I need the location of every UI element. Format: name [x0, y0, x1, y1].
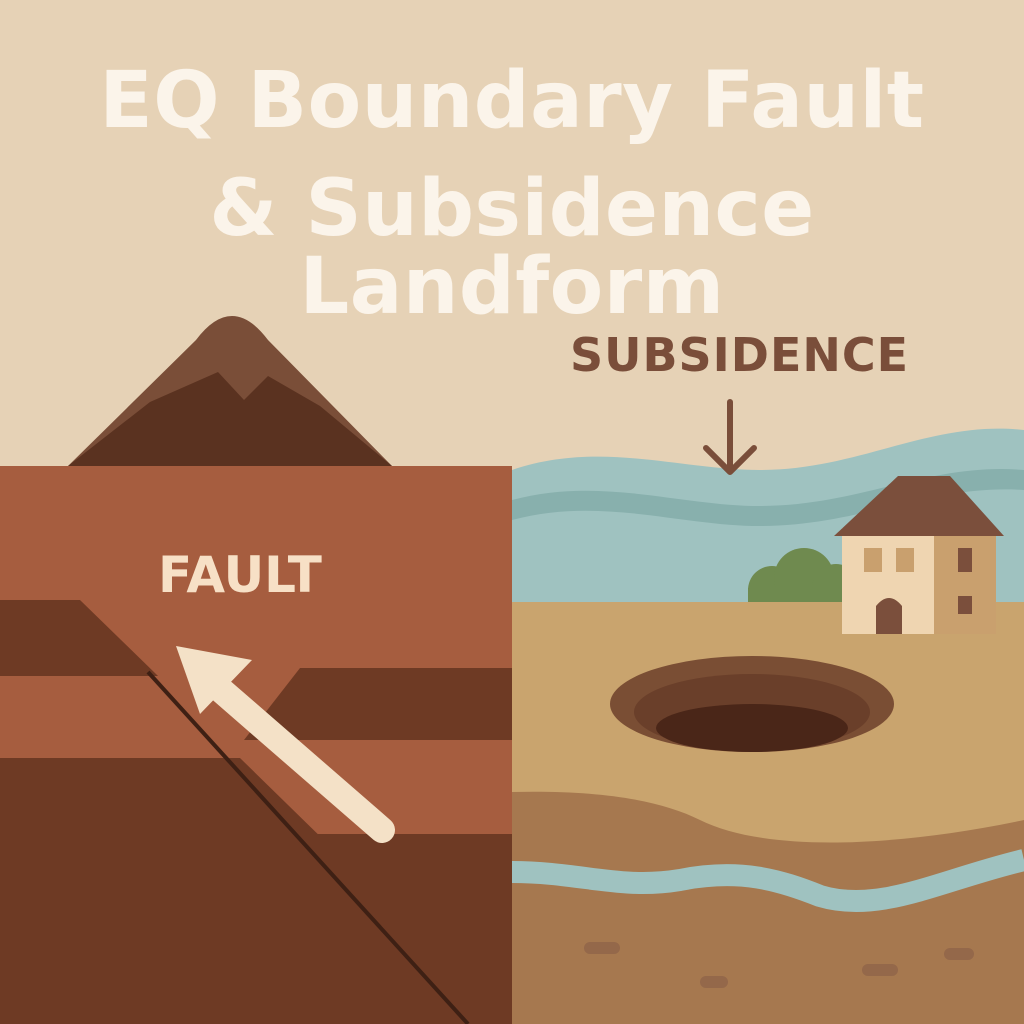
house	[834, 476, 1004, 634]
underground-water	[511, 849, 1024, 913]
subsidence-label: SUBSIDENCE	[570, 328, 910, 382]
subsidence-arrow-icon	[703, 399, 757, 475]
water-wave	[512, 469, 1024, 526]
sinkhole	[610, 656, 894, 752]
footwall-layer-bottom	[0, 758, 512, 1024]
fault-block	[0, 316, 512, 1024]
house-window	[958, 548, 972, 572]
house-window	[896, 548, 914, 572]
pebble	[584, 942, 620, 954]
house-window	[958, 596, 972, 614]
hanging-wall-layer-bottom	[300, 834, 512, 1024]
fault-label: FAULT	[158, 546, 322, 604]
house-side-wall	[934, 528, 996, 634]
fault-line	[146, 670, 470, 1024]
mountain-shadow	[68, 372, 392, 466]
pebble	[944, 948, 974, 960]
fault-movement-arrow	[176, 646, 395, 843]
hanging-wall-layer-top	[244, 668, 512, 740]
subsidence-scene	[511, 399, 1024, 1024]
title-line-2: & Subsidence Landform	[209, 164, 815, 332]
pebble	[862, 964, 898, 976]
house-door	[876, 598, 902, 634]
pebble	[700, 976, 728, 988]
footwall-layer-top	[0, 600, 158, 676]
house-roof	[834, 476, 1004, 536]
house-window	[864, 548, 882, 572]
title-line-1: EQ Boundary Fault	[99, 56, 925, 146]
